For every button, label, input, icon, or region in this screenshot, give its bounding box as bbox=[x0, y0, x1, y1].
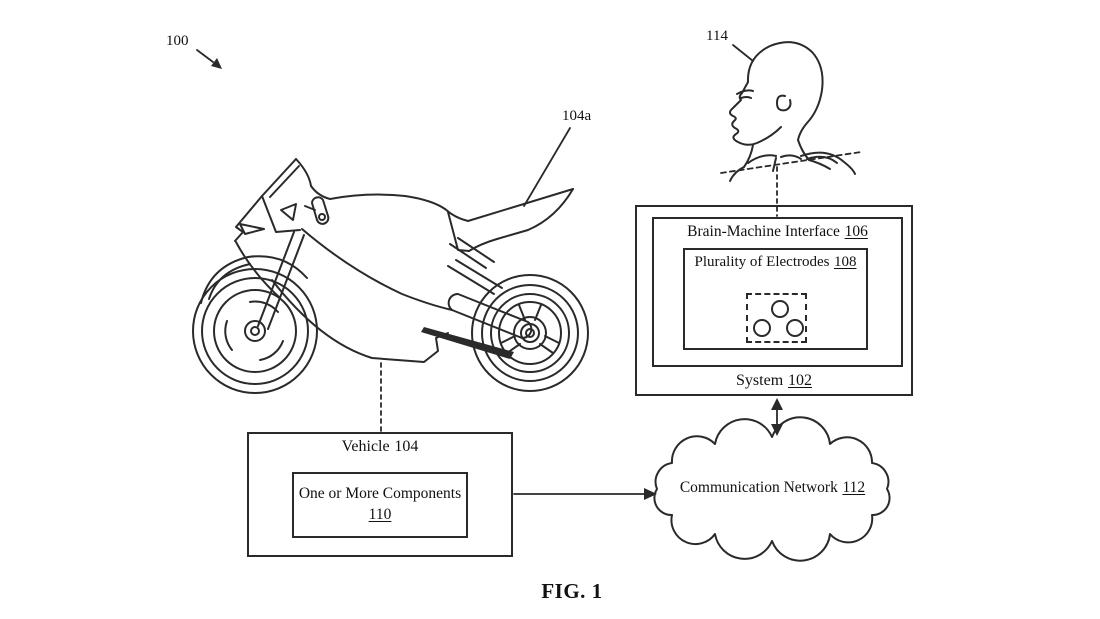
user-head-drawing-icon bbox=[720, 41, 862, 182]
rear-wheel bbox=[471, 274, 589, 392]
system-box bbox=[635, 205, 913, 396]
torso-cutoff-dashed-line bbox=[720, 151, 862, 174]
components-label-text: One or More Components bbox=[298, 485, 462, 503]
electrode-circle-icon bbox=[786, 319, 804, 337]
user-callout-leader-line bbox=[732, 44, 754, 62]
bmi-label-text: Brain-Machine Interface bbox=[687, 223, 840, 240]
motorcycle-drawing-icon bbox=[192, 158, 589, 394]
vehicle-ref: 104 bbox=[394, 438, 419, 455]
arrowhead-down-right-icon bbox=[211, 58, 222, 69]
vehicle-callout-leader-line bbox=[523, 127, 571, 207]
electrode-circle-icon bbox=[753, 319, 771, 337]
system-ref: 102 bbox=[787, 372, 812, 389]
arrowhead-right-icon bbox=[644, 488, 657, 500]
components-ref: 110 bbox=[368, 506, 392, 523]
arrowhead-up-icon bbox=[771, 398, 783, 410]
vehicle-label-text: Vehicle bbox=[341, 438, 390, 455]
electrodes-box bbox=[683, 248, 868, 350]
electrode-pad-icon bbox=[746, 293, 807, 343]
figure-caption: FIG. 1 bbox=[541, 579, 603, 603]
arrowhead-down-icon bbox=[771, 424, 783, 436]
electrodes-ref: 108 bbox=[833, 254, 857, 270]
electrodes-label-text: Plurality of Electrodes bbox=[694, 254, 830, 270]
overall-ref-label: 100 bbox=[166, 33, 189, 49]
components-box: One or More Components 110 bbox=[292, 472, 468, 538]
vehicle-callout-label: 104a bbox=[562, 108, 592, 124]
connectors bbox=[196, 44, 783, 500]
front-wheel bbox=[192, 268, 318, 394]
network-label-text: Communication Network bbox=[679, 479, 838, 496]
communication-network-cloud-shape bbox=[653, 416, 891, 562]
bmi-ref: 106 bbox=[844, 223, 868, 240]
system-label-text: System bbox=[736, 372, 784, 389]
network-ref: 112 bbox=[842, 479, 866, 496]
vehicle-box bbox=[247, 432, 513, 557]
user-callout-label: 114 bbox=[706, 28, 728, 44]
bmi-box bbox=[652, 217, 903, 367]
overall-ref-arrow bbox=[196, 49, 214, 63]
electrode-circle-icon bbox=[771, 300, 789, 318]
